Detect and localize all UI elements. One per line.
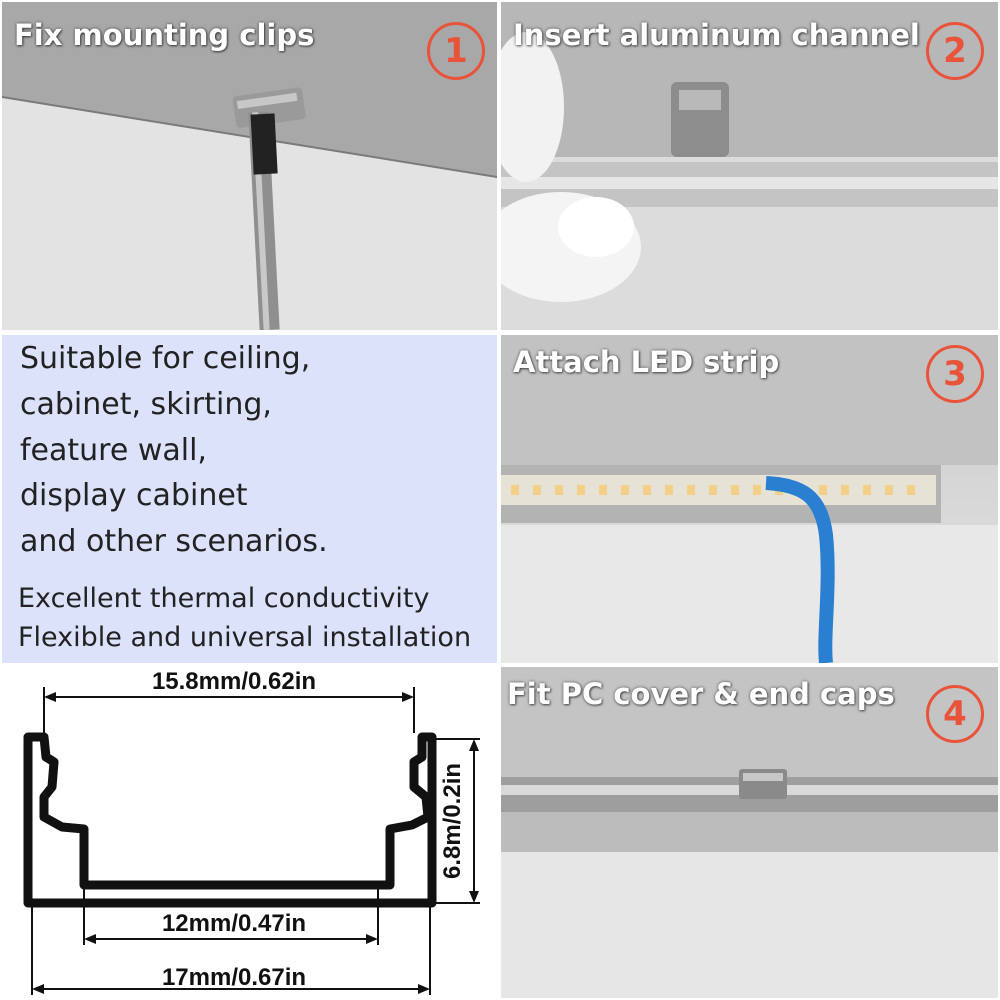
step-4-number-badge: 4 bbox=[926, 685, 984, 743]
step-3-title: Attach LED strip bbox=[513, 345, 780, 379]
step-3-number-badge: 3 bbox=[926, 345, 984, 403]
features-info-panel: Suitable for ceiling, cabinet, skirting,… bbox=[2, 335, 497, 663]
step-2-photo-panel: Insert aluminum channel 2 bbox=[501, 2, 998, 330]
step-4-title: Fit PC cover & end caps bbox=[507, 677, 895, 711]
ceiling-clip-scene bbox=[2, 2, 497, 330]
step-1-photo-panel: Fix mounting clips 1 bbox=[2, 2, 497, 330]
scenario-line-3: feature wall, bbox=[20, 433, 207, 468]
feature-line-1: Excellent thermal conductivity bbox=[18, 583, 430, 614]
scenario-line-4: display cabinet bbox=[20, 478, 248, 513]
channel-insert-scene bbox=[501, 2, 998, 330]
step-1-title: Fix mounting clips bbox=[14, 18, 315, 52]
step-2-title: Insert aluminum channel bbox=[513, 18, 920, 52]
inner-width-label: 12mm/0.47in bbox=[162, 910, 306, 937]
outer-width-label: 17mm/0.67in bbox=[162, 964, 306, 991]
scenario-line-5: and other scenarios. bbox=[20, 524, 328, 559]
height-label: 6.8m/0.2in bbox=[439, 763, 466, 879]
top-width-label: 15.8mm/0.62in bbox=[152, 668, 316, 695]
led-strip-scene bbox=[501, 335, 998, 663]
scenario-line-2: cabinet, skirting, bbox=[20, 387, 272, 422]
step-3-photo-panel: Attach LED strip 3 bbox=[501, 335, 998, 663]
channel-profile-outline bbox=[23, 732, 437, 908]
pc-cover-scene bbox=[501, 667, 998, 998]
feature-line-2: Flexible and universal installation bbox=[18, 622, 472, 653]
scenario-line-1: Suitable for ceiling, bbox=[20, 341, 311, 376]
step-4-photo-panel: Fit PC cover & end caps 4 bbox=[501, 667, 998, 998]
step-2-number-badge: 2 bbox=[926, 22, 984, 80]
step-1-number-badge: 1 bbox=[427, 22, 485, 80]
profile-dimension-diagram: 15.8mm/0.62in 6.8m/0.2in 12mm/0.47in 17m… bbox=[2, 667, 497, 998]
